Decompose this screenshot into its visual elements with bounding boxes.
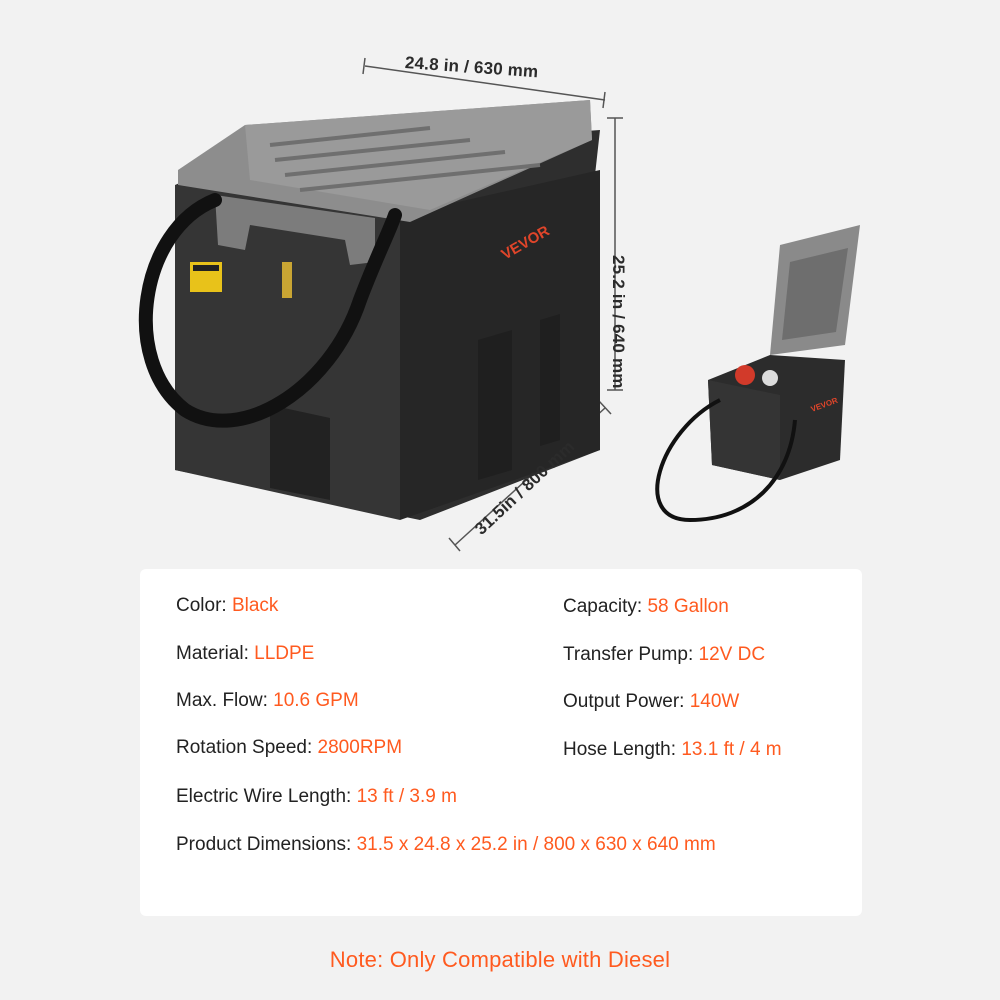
spec-hose-length-value: 13.1 ft / 4 m — [681, 739, 782, 760]
spec-color-label: Color: — [176, 595, 232, 616]
spec-rotation-speed-value: 2800RPM — [317, 737, 403, 758]
spec-rotation-speed: Rotation Speed: 2800RPM — [176, 737, 402, 759]
spec-color-value: Black — [231, 595, 279, 616]
spec-transfer-pump-label: Transfer Pump: — [563, 644, 699, 665]
spec-hose-length-label: Hose Length: — [563, 739, 682, 760]
spec-product-dimensions: Product Dimensions: 31.5 x 24.8 x 25.2 i… — [176, 834, 716, 856]
spec-capacity-value: 58 Gallon — [647, 596, 729, 617]
spec-material-value: LLDPE — [254, 643, 315, 664]
spec-max-flow: Max. Flow: 10.6 GPM — [176, 690, 359, 712]
spec-output-power-value: 140W — [689, 691, 740, 712]
compatibility-note: Note: Only Compatible with Diesel — [329, 947, 671, 972]
product-illustration: VEVOR VEVOR — [138, 57, 860, 552]
spec-capacity-label: Capacity: — [563, 596, 648, 617]
main-tank: VEVOR — [175, 100, 600, 520]
spec-max-flow-label: Max. Flow: — [176, 690, 274, 711]
lid-ribs — [269, 126, 541, 192]
spec-product-dimensions-label: Product Dimensions: — [176, 834, 357, 855]
spec-wire-length-label: Electric Wire Length: — [176, 786, 357, 807]
spec-output-power: Output Power: 140W — [563, 691, 739, 713]
spec-material-label: Material: — [176, 643, 255, 664]
secondary-tank-image: VEVOR — [655, 225, 860, 523]
spec-capacity: Capacity: 58 Gallon — [563, 596, 729, 618]
spec-transfer-pump-value: 12V DC — [698, 644, 766, 665]
lid-latch — [282, 262, 292, 298]
spec-wire-length: Electric Wire Length: 13 ft / 3.9 m — [176, 786, 457, 808]
spec-rotation-speed-label: Rotation Speed: — [176, 737, 318, 758]
specifications-card: Color: Black Material: LLDPE Max. Flow: … — [140, 569, 862, 916]
spec-hose-length: Hose Length: 13.1 ft / 4 m — [563, 739, 782, 761]
product-image-area: VEVOR VEVOR 24.8 in / 630 mm 25.2 in / 6… — [138, 53, 860, 552]
hose — [138, 193, 402, 428]
spec-max-flow-value: 10.6 GPM — [273, 690, 359, 711]
spec-wire-length-value: 13 ft / 3.9 m — [356, 786, 457, 807]
spec-output-power-label: Output Power: — [563, 691, 690, 712]
spec-transfer-pump: Transfer Pump: 12V DC — [563, 644, 765, 666]
dimension-height-label: 25.2 in / 640 mm — [609, 255, 628, 389]
spec-material: Material: LLDPE — [176, 643, 314, 665]
spec-color: Color: Black — [176, 595, 278, 617]
spec-product-dimensions-value: 31.5 x 24.8 x 25.2 in / 800 x 630 x 640 … — [356, 834, 716, 855]
